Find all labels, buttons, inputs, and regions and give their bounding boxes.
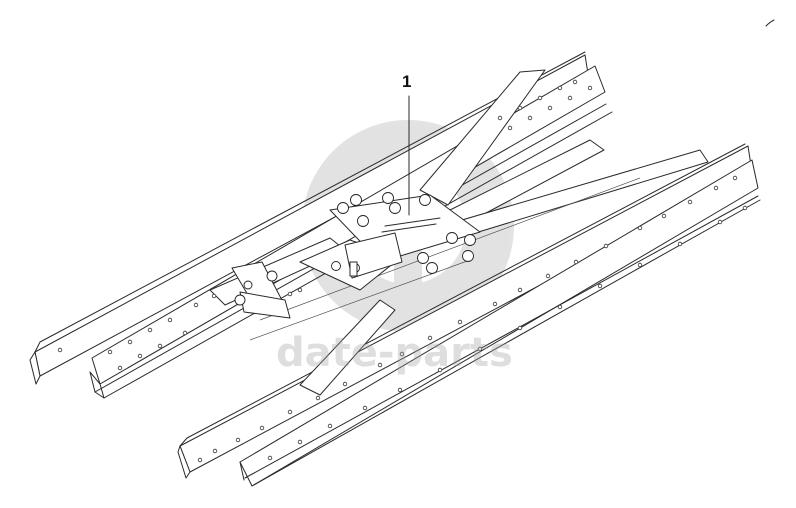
- right-rail-holes: [197, 175, 748, 463]
- watermark-text: date-parts: [276, 330, 513, 376]
- spring-bracket: [231, 261, 291, 319]
- mounting-nuts: [331, 192, 476, 277]
- callout-label: 1: [402, 72, 412, 91]
- left-rail-holes: [57, 79, 593, 371]
- corner-mark: [765, 19, 775, 27]
